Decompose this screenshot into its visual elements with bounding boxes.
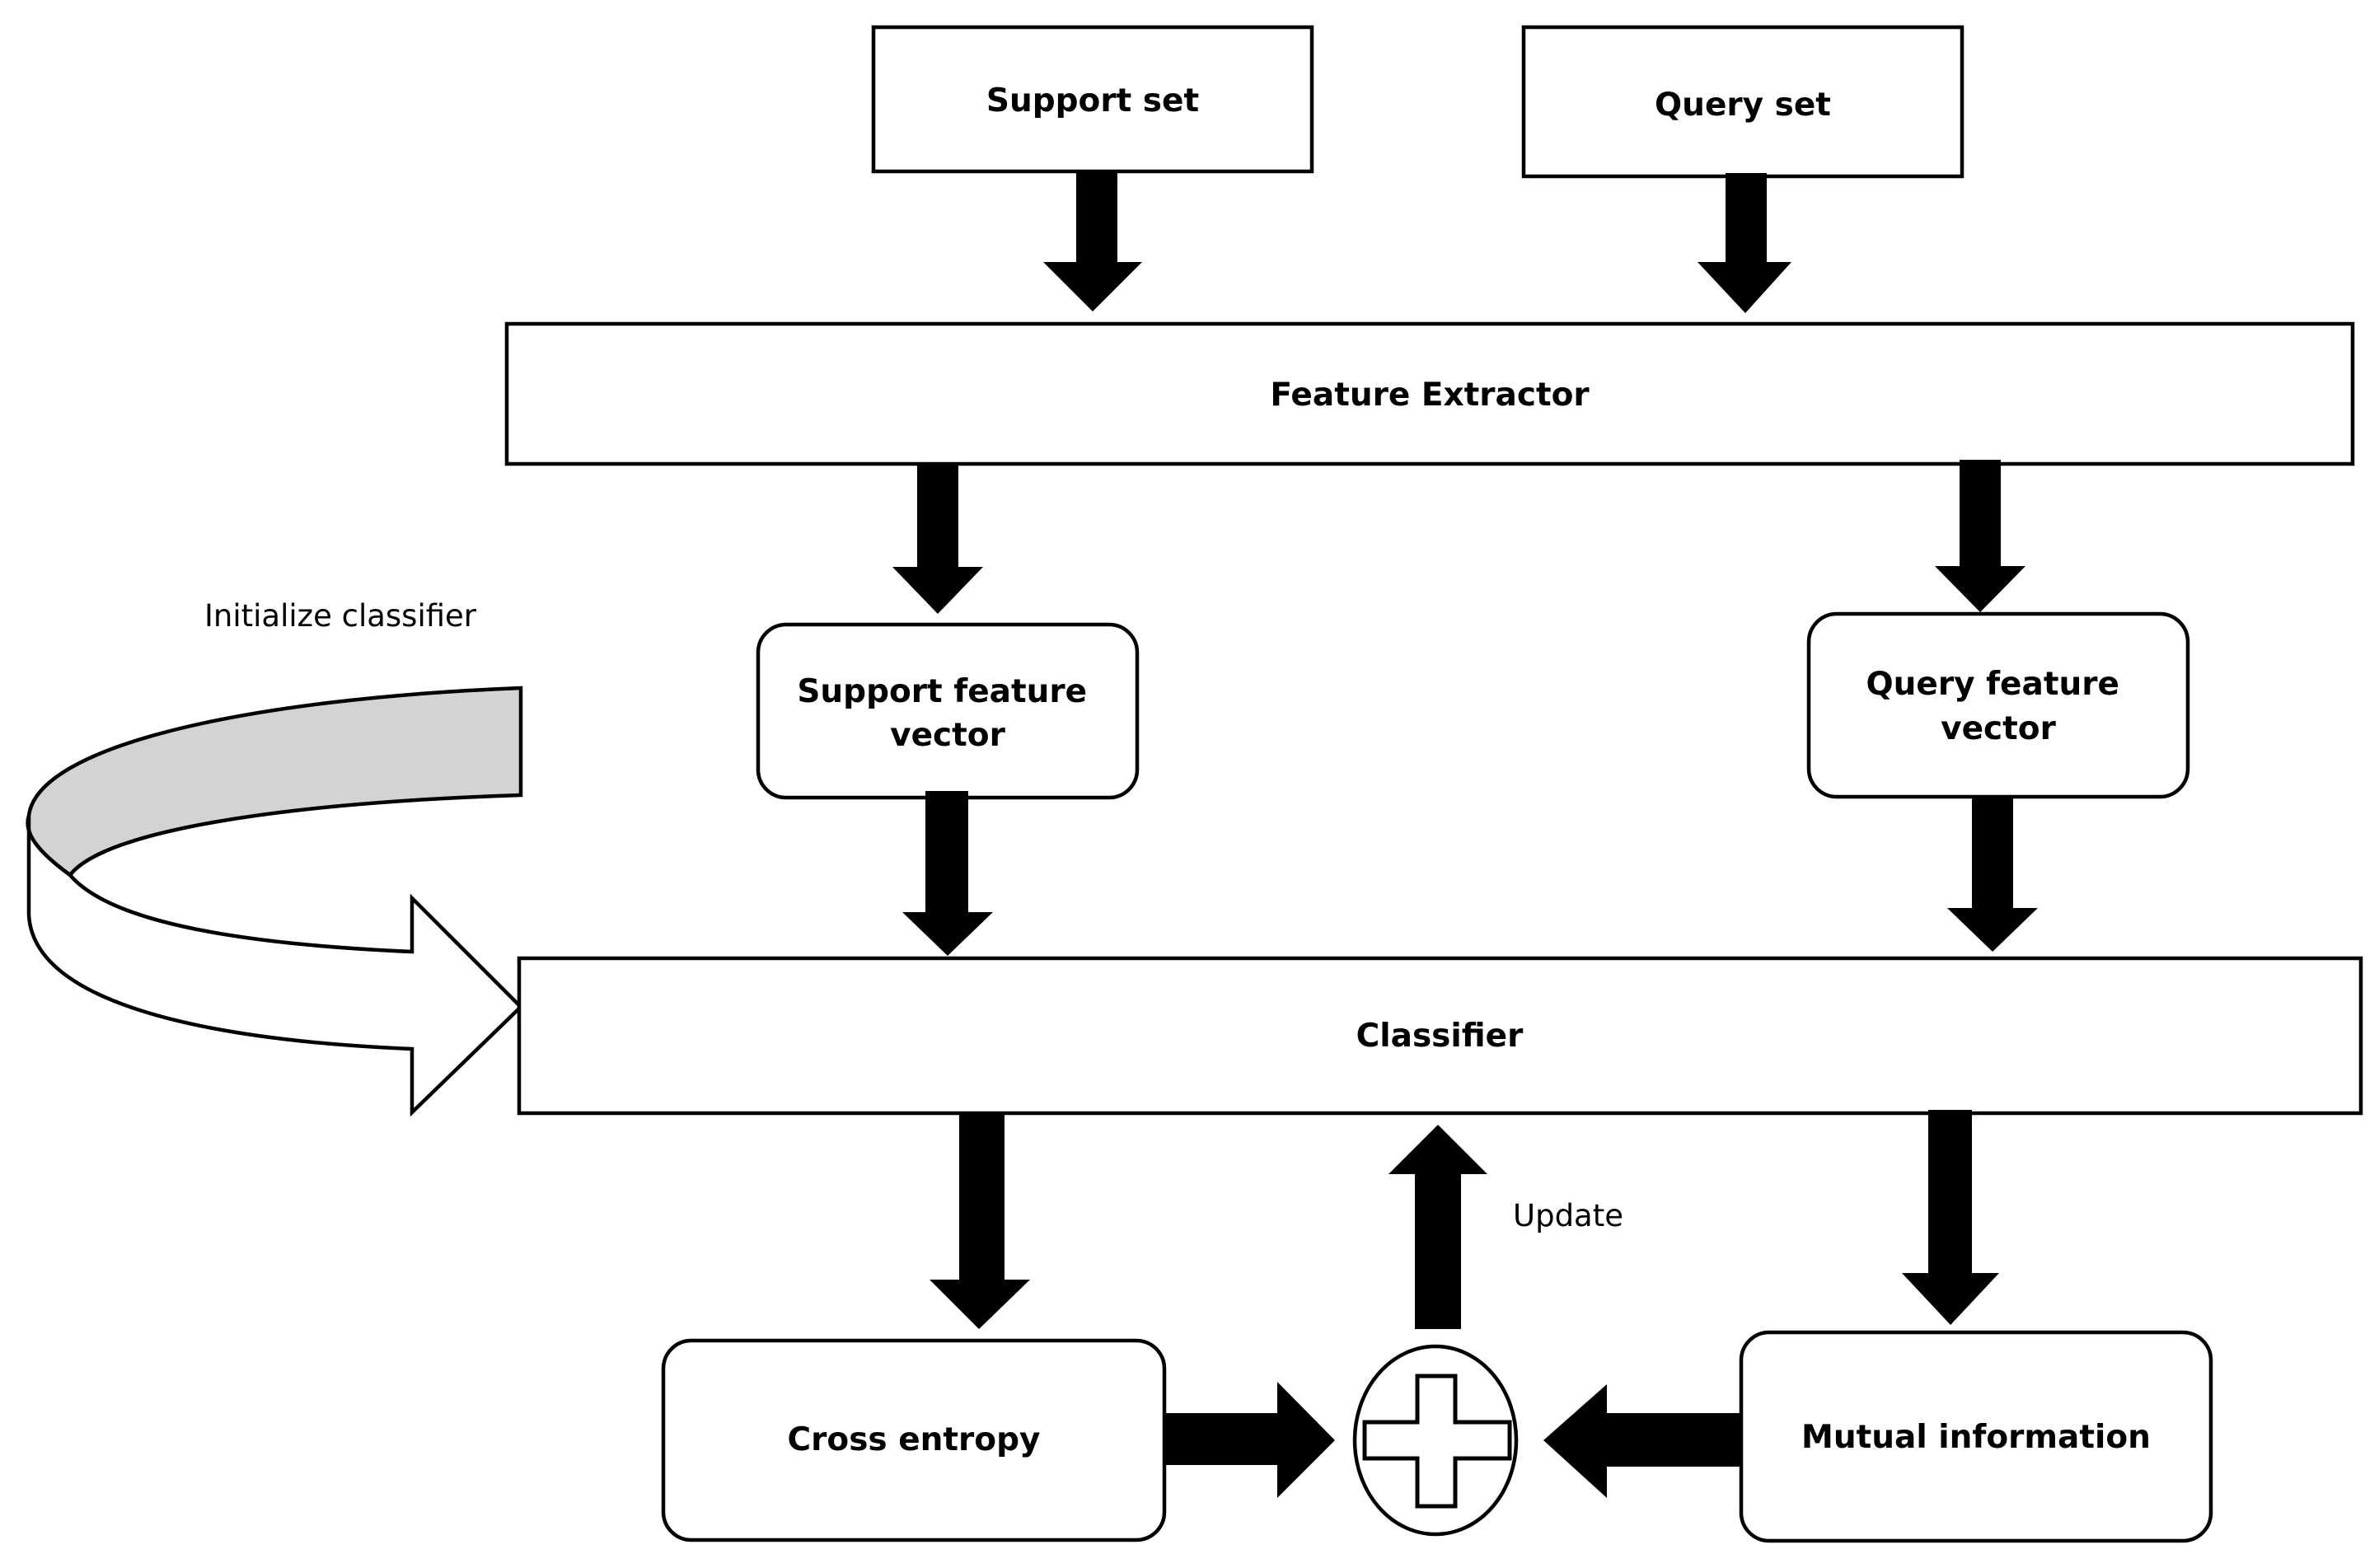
plus-in-ellipse-icon [1362,1374,1512,1509]
initialize-arrow-front-band [26,815,524,1117]
update-arrow [1389,1125,1487,1329]
arrow-extractor-to-support-vector [892,466,983,614]
query-set-node: Query set [1521,25,1965,179]
update-label: Update [1513,1198,1623,1233]
support-set-label: Support set [986,82,1199,119]
initialize-classifier-arrow [26,686,524,1117]
initialize-classifier-label: Initialize classifier [204,598,477,634]
query-feature-vector-label: Query feature vector [1866,666,2130,747]
classifier-node: Classifier [517,956,2363,1116]
feature-extractor-label: Feature Extractor [1270,377,1590,414]
sum-node [1352,1344,1519,1537]
support-feature-vector-line-2: vector [890,717,1005,754]
arrow-mutual-information-to-sum [1543,1384,1741,1498]
query-feature-vector-node: Query feature vector [1806,611,2190,799]
support-feature-vector-line-1: Support feature [797,673,1087,710]
cross-entropy-node: Cross entropy [661,1338,1167,1542]
query-feature-vector-line-1: Query feature [1866,666,2119,703]
initialize-arrow-back-band [26,686,523,878]
arrow-query-set-to-extractor [1698,173,1791,313]
cross-entropy-label: Cross entropy [788,1421,1041,1458]
mutual-information-label: Mutual information [1801,1419,2151,1456]
feature-extractor-node: Feature Extractor [504,321,2355,466]
support-set-node: Support set [871,25,1314,174]
classifier-label: Classifier [1356,1018,1524,1055]
mutual-information-node: Mutual information [1739,1330,2213,1543]
arrow-query-vector-to-classifier [1947,795,2038,952]
support-feature-vector-node: Support feature vector [756,622,1140,800]
arrow-classifier-to-cross-entropy [930,1115,1030,1329]
query-set-label: Query set [1655,87,1831,124]
arrow-support-set-to-extractor [1043,171,1142,311]
arrow-cross-entropy-to-sum [1164,1382,1335,1498]
arrow-extractor-to-query-vector [1935,460,2025,612]
query-feature-vector-line-2: vector [1941,710,2056,747]
support-feature-vector-label: Support feature vector [797,673,1098,754]
arrow-support-vector-to-classifier [902,791,993,956]
arrow-classifier-to-mutual-information [1902,1110,1999,1325]
